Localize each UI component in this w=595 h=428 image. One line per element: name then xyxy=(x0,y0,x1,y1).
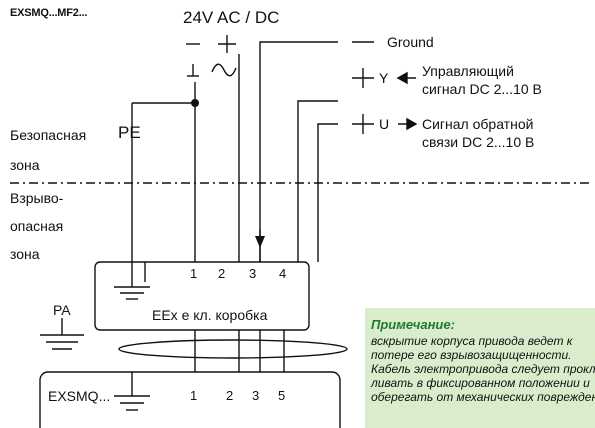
junction-box xyxy=(94,261,310,331)
actuator-label: EXSMQ... xyxy=(48,388,111,404)
y-signal-text-1: Управляющий xyxy=(422,63,514,79)
y-letter: Y xyxy=(379,70,389,86)
supply-label: 24V AC / DC xyxy=(183,8,280,27)
ac-sine-symbol xyxy=(211,63,237,77)
hazard-zone-label-3: зона xyxy=(10,246,40,262)
model-title: EXSMQ...MF2... xyxy=(10,7,88,19)
wire-u xyxy=(317,123,338,262)
note-line-2: потере его взрывозащищенности. xyxy=(371,348,572,362)
hazard-zone-label-1: Взрыво- xyxy=(10,190,64,206)
actuator-box xyxy=(39,371,341,428)
actuator-pin-3: 3 xyxy=(252,388,260,403)
pe-label: PE xyxy=(118,123,141,142)
actuator-pin-1: 1 xyxy=(190,388,198,403)
jbox-pin-4: 4 xyxy=(279,266,287,281)
actuator-pin-2: 2 xyxy=(226,388,234,403)
note-box: Примечание: вскрытие корпуса привода вед… xyxy=(365,308,595,428)
note-line-5: оберегать от механических повреждений. xyxy=(371,390,595,404)
pa-label: PA xyxy=(53,302,71,318)
wire-3-arrow xyxy=(255,236,265,248)
note-line-4: ливать в фиксированном положении и xyxy=(371,376,590,390)
note-title: Примечание: xyxy=(371,317,455,332)
jbox-pin-2: 2 xyxy=(218,266,226,281)
actuator-pin-5: 5 xyxy=(278,388,286,403)
wire-ground xyxy=(259,41,338,262)
note-line-1: вскрытие корпуса привода ведет к xyxy=(371,334,573,348)
safe-zone-label-2: зона xyxy=(10,157,40,173)
hazard-zone-label-2: опасная xyxy=(10,218,64,234)
u-signal-text-1: Сигнал обратной xyxy=(422,116,534,132)
cable-shield-ellipse xyxy=(118,339,348,359)
wire-y xyxy=(297,100,338,262)
safe-zone-label-1: Безопасная xyxy=(10,127,87,143)
y-signal-text-2: сигнал DC 2...10 В xyxy=(422,81,542,97)
note-line-3: Кабель электропривода следует прокладыва… xyxy=(371,362,595,376)
jbox-pin-3: 3 xyxy=(249,266,257,281)
ground-label: Ground xyxy=(387,34,434,50)
u-letter: U xyxy=(379,116,390,132)
jbox-pin-1: 1 xyxy=(190,266,198,281)
u-signal-text-2: связи DC 2...10 В xyxy=(422,134,535,150)
junction-box-label: EEx e кл. коробка xyxy=(152,307,268,323)
